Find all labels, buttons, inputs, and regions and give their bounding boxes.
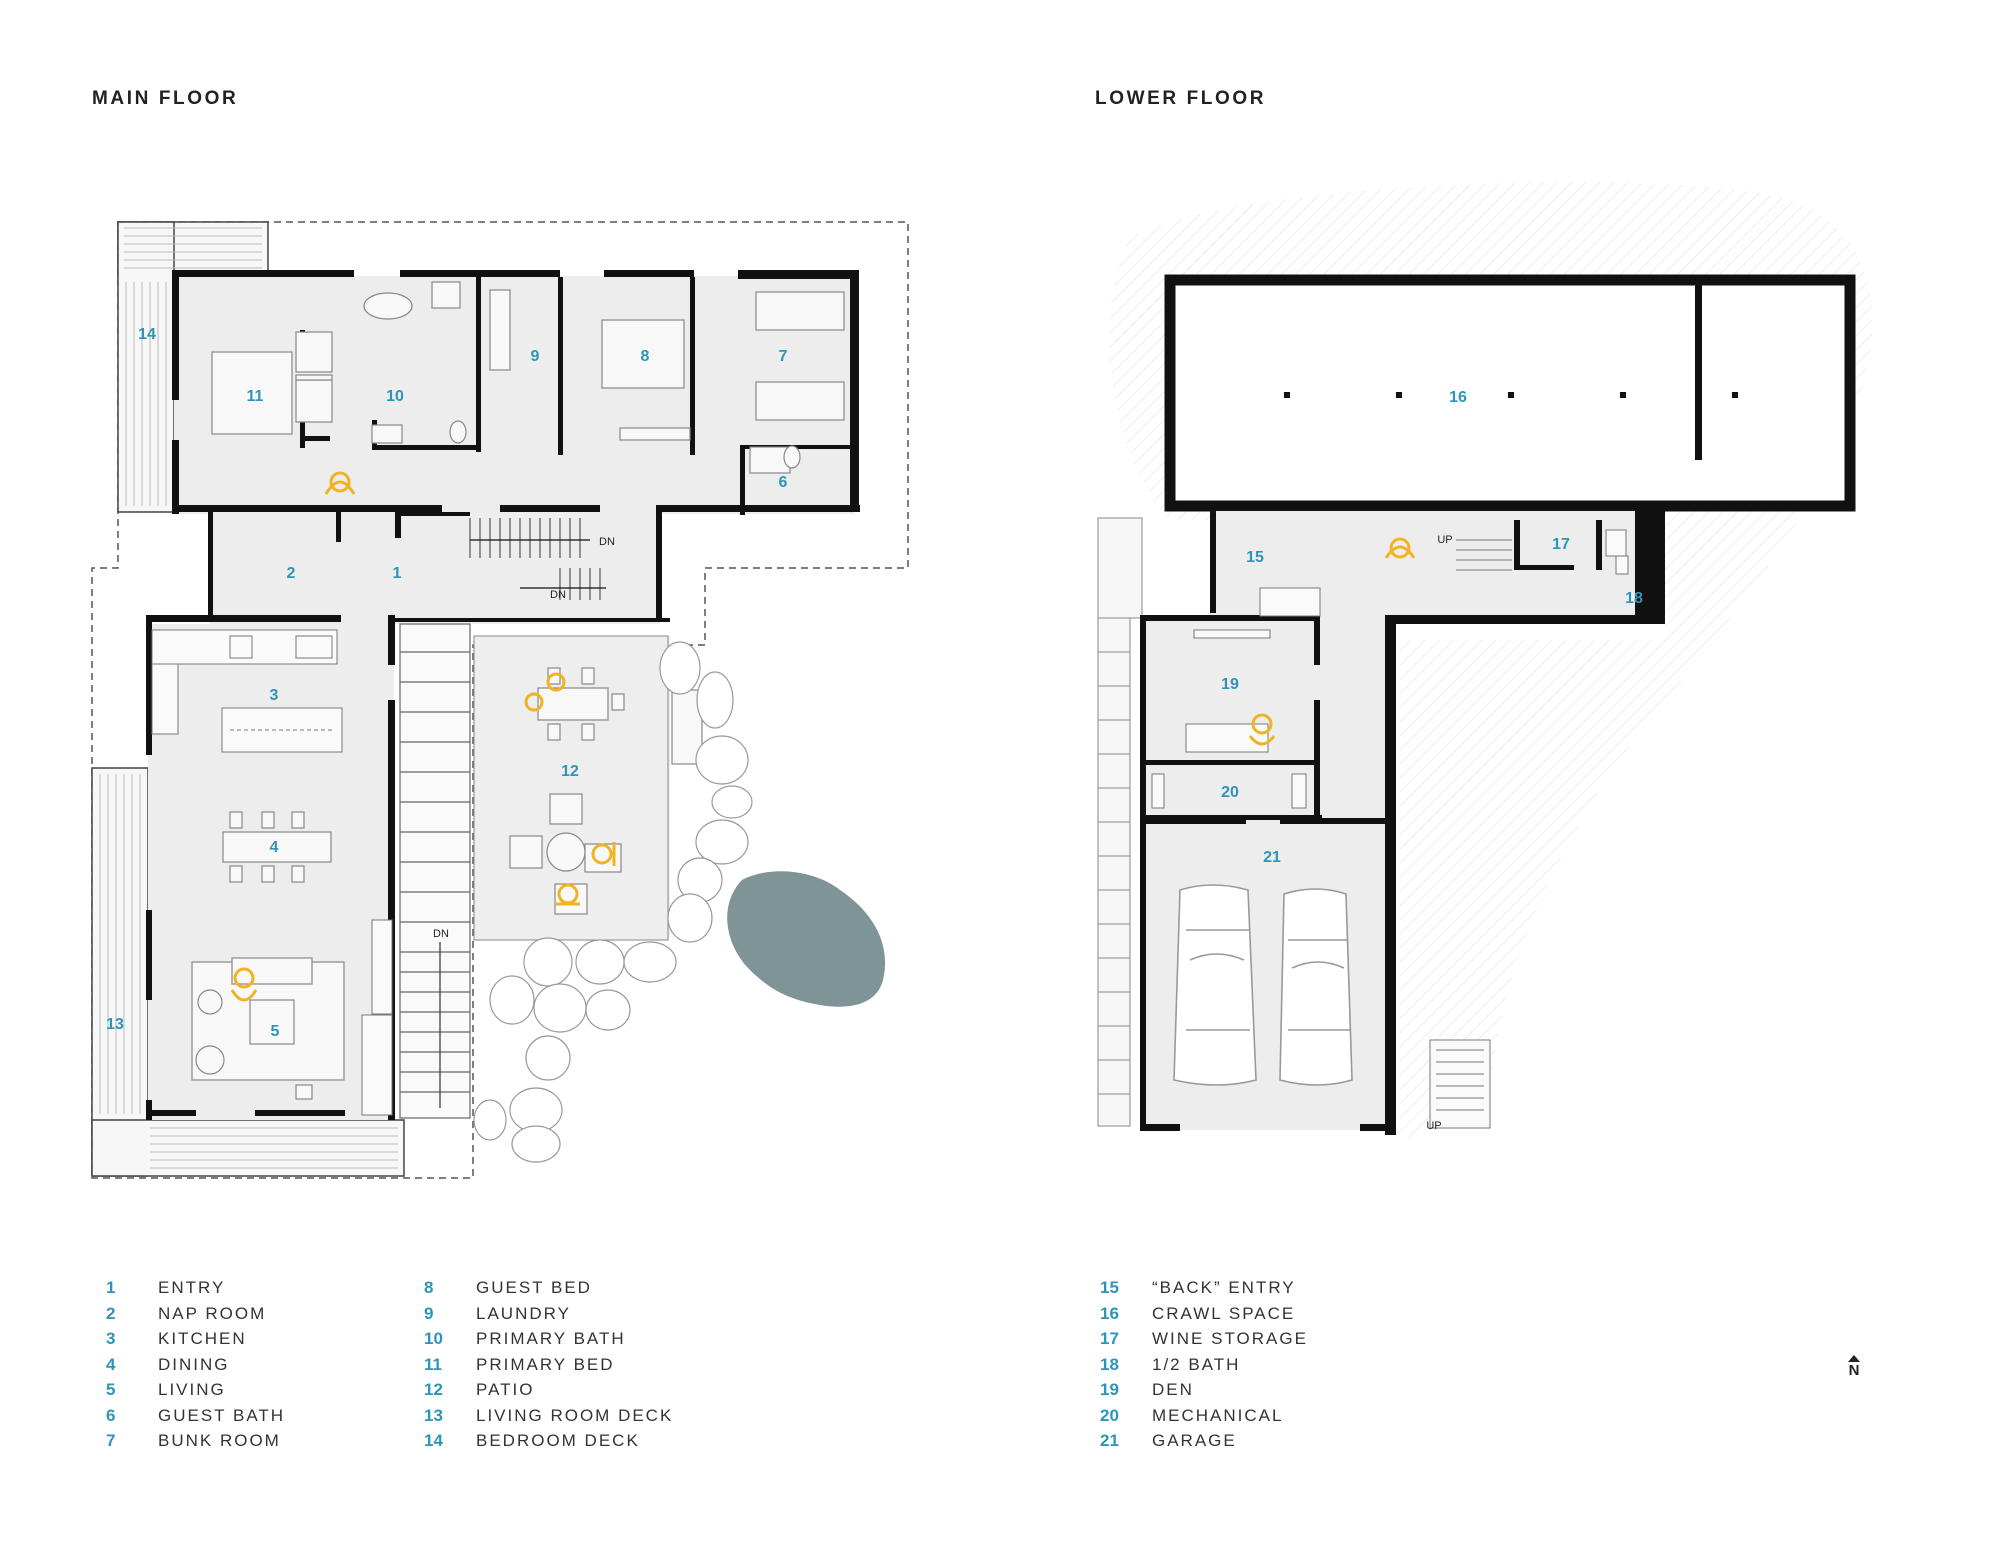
room-number-9: 9	[531, 348, 540, 365]
room-number-16: 16	[1449, 389, 1467, 406]
room-number-7: 7	[779, 348, 788, 365]
interior-stair	[469, 518, 606, 600]
lower-people-figures	[1248, 537, 1416, 746]
people-figures	[230, 471, 616, 1002]
room-number-4: 4	[270, 839, 279, 856]
room-number-15: 15	[1246, 549, 1264, 566]
lower-floor-title: LOWER FLOOR	[1095, 88, 1267, 109]
exterior-stair	[399, 623, 471, 1119]
main-floor-walls	[146, 270, 860, 1120]
kitchen-fixtures	[151, 629, 393, 1116]
room-number-14: 14	[138, 326, 156, 343]
up-label-2: UP	[1426, 1120, 1441, 1132]
room-number-12: 12	[561, 763, 579, 780]
dn-label-3: DN	[433, 928, 449, 940]
room-number-19: 19	[1221, 676, 1239, 693]
dn-label-2: DN	[550, 589, 566, 601]
room-number-17: 17	[1552, 536, 1570, 553]
boulders	[473, 641, 753, 1163]
room-number-6: 6	[779, 474, 788, 491]
bedroom-deck	[117, 221, 269, 513]
room-number-20: 20	[1221, 784, 1239, 801]
dn-label-1: DN	[599, 536, 615, 548]
room-number-13: 13	[106, 1016, 124, 1033]
room-number-5: 5	[271, 1023, 280, 1040]
legend-item: 15“BACK” ENTRY	[1100, 1278, 1296, 1297]
main-floor-furniture	[191, 281, 845, 1100]
lower-floor-walls	[1140, 503, 1665, 1135]
room-number-8: 8	[641, 348, 650, 365]
room-number-2: 2	[287, 565, 296, 582]
room-number-3: 3	[270, 687, 279, 704]
main-floor-title: MAIN FLOOR	[92, 88, 239, 109]
lower-floor-plan: UP UP 15 16 17 18 19 20 21	[1097, 182, 1873, 1141]
living-room-deck	[91, 767, 405, 1177]
room-number-11: 11	[247, 388, 264, 405]
pond	[727, 871, 886, 1007]
lower-exterior-path	[1097, 517, 1143, 1127]
room-number-21: 21	[1263, 849, 1281, 866]
main-floor-plan: DN DN DN 1 2 3 4 5 6 7 8 9 10 11 12 13 1…	[91, 221, 909, 1179]
north-arrow-icon	[1848, 1355, 1860, 1362]
up-label-1: UP	[1437, 534, 1452, 546]
north-indicator: N	[1842, 1355, 1866, 1380]
room-number-10: 10	[386, 388, 404, 405]
roof-outline	[91, 221, 909, 1179]
north-label: N	[1848, 1362, 1860, 1379]
room-number-1: 1	[393, 565, 402, 582]
room-number-18: 18	[1625, 590, 1643, 607]
garage-cars	[1173, 884, 1353, 1086]
